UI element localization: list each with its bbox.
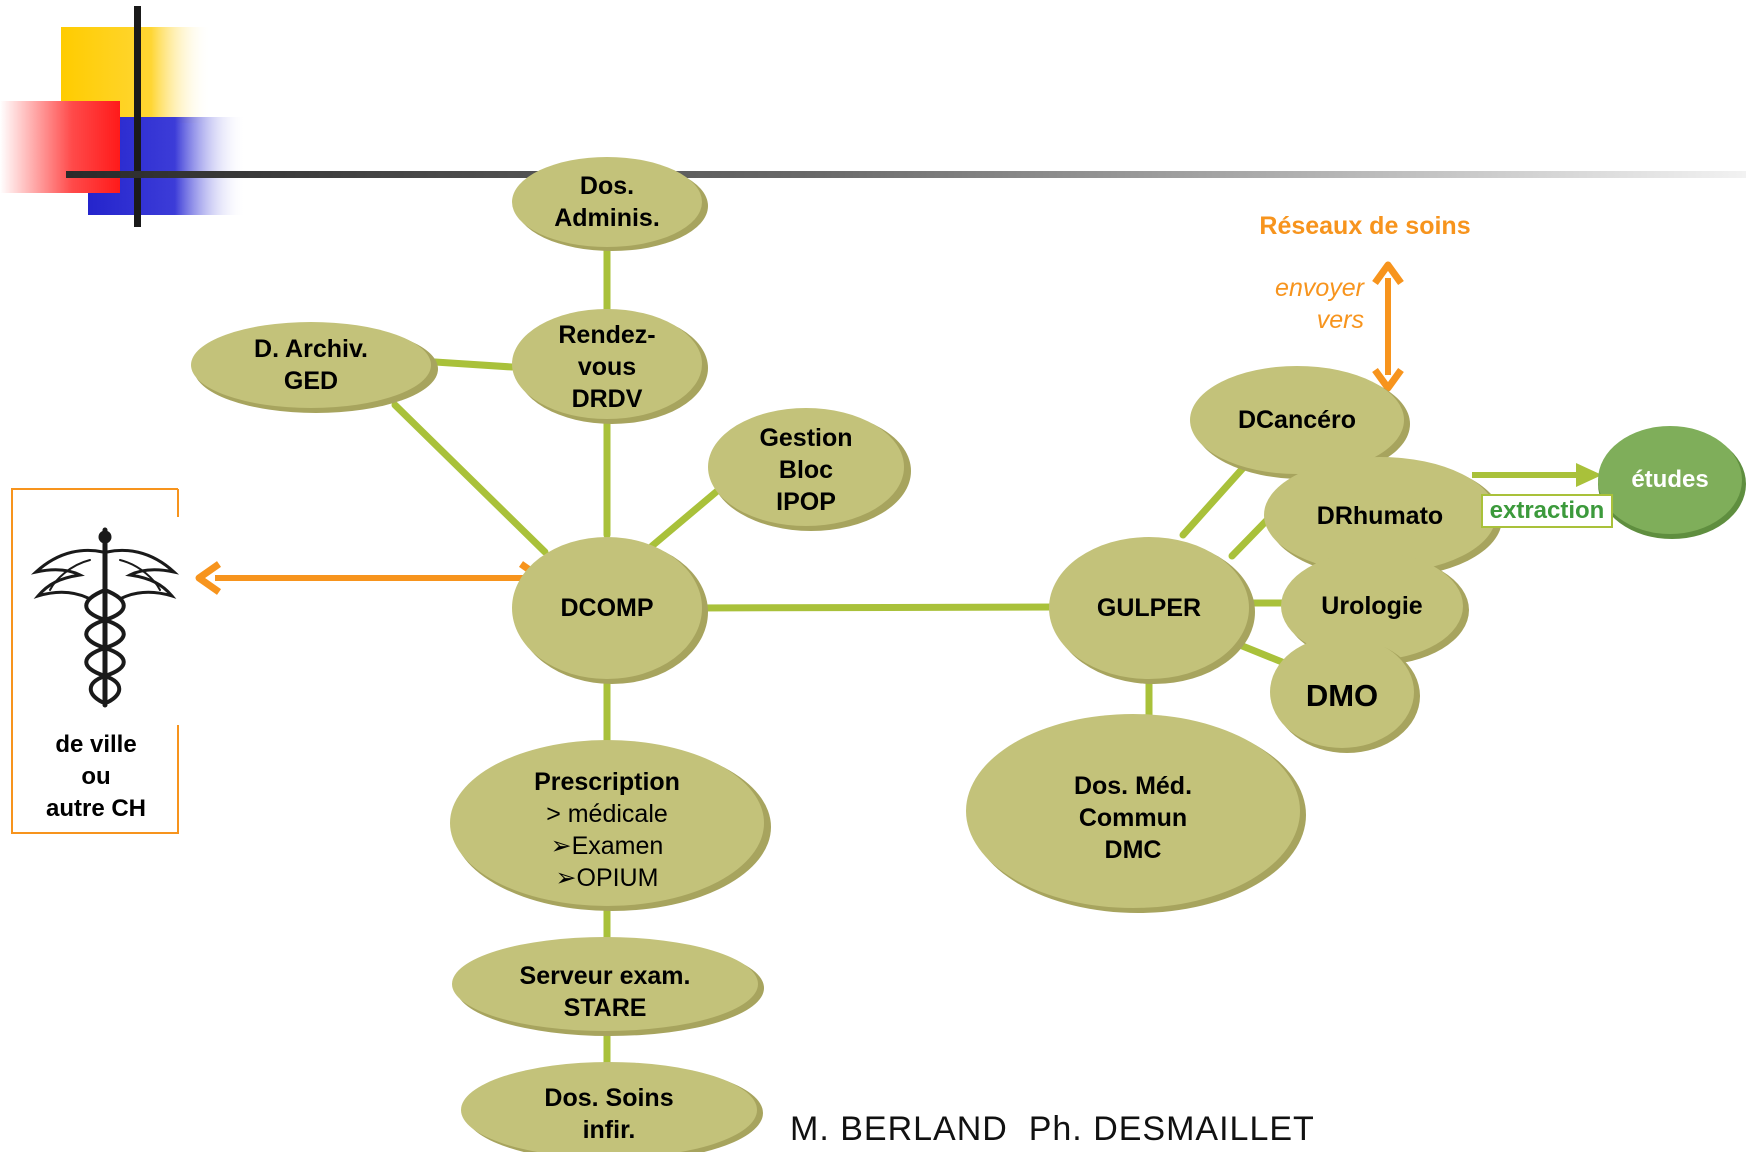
ville-line: ou [81, 763, 111, 790]
node-line: infir. [582, 1116, 636, 1144]
node-line: IPOP [776, 488, 836, 516]
node-prescription[interactable]: Prescription > médicale ➢Examen ➢OPIUM [450, 766, 764, 894]
node-line: DCOMP [560, 594, 654, 622]
node-gulper[interactable]: GULPER [1049, 587, 1249, 629]
node-line: Dos. [579, 172, 635, 200]
node-line: Serveur exam. [519, 962, 691, 990]
node-serveur-exam[interactable]: Serveur exam. STARE [452, 960, 758, 1024]
ville-box [11, 488, 179, 834]
node-rendez-vous[interactable]: Rendez- vous DRDV [512, 319, 702, 415]
node-etudes[interactable]: études [1598, 460, 1742, 500]
prescription-title: Prescription [534, 768, 680, 796]
node-line: Rendez- [558, 321, 656, 349]
node-line: DRDV [571, 385, 643, 413]
node-line: DCancéro [1237, 406, 1357, 434]
node-line: Dos. Soins [544, 1084, 674, 1112]
node-line: Urologie [1321, 592, 1423, 620]
reseaux-arrow [1372, 261, 1404, 392]
node-line: Bloc [778, 456, 834, 484]
caduceus-icon [30, 527, 180, 708]
reseaux-label: Réseaux de soins [1259, 212, 1471, 240]
envoyer-label: envoyer [1275, 274, 1364, 302]
prescription-item: > médicale [546, 800, 668, 828]
node-line: Dos. Méd. [1073, 772, 1193, 800]
node-urologie[interactable]: Urologie [1281, 585, 1463, 627]
node-line: Commun [1078, 804, 1188, 832]
edge-dcomp-gulper [689, 603, 1061, 612]
node-line: DRhumato [1316, 502, 1444, 530]
node-line: STARE [563, 994, 647, 1022]
ville-label: de ville ou autre CH [14, 729, 178, 825]
header-red-square [0, 101, 120, 193]
author-label: M. BERLAND Ph. DESMAILLET [790, 1110, 1315, 1148]
node-dmo[interactable]: DMO [1270, 675, 1414, 717]
node-shapes [191, 157, 1746, 1152]
node-line: vous [577, 353, 637, 381]
edge-archiv-dcomp [391, 401, 549, 556]
ville-dcomp-arrow [195, 561, 545, 595]
edge-gulper-cancero [1179, 454, 1256, 539]
node-gestion-bloc[interactable]: Gestion Bloc IPOP [708, 422, 904, 518]
prescription-item: ➢OPIUM [555, 864, 659, 892]
node-dcomp[interactable]: DCOMP [512, 587, 702, 629]
extraction-arrow [1472, 463, 1602, 487]
node-line: études [1631, 466, 1709, 493]
node-line: Adminis. [554, 204, 660, 232]
extraction-box [1481, 494, 1613, 528]
extraction-label: extraction [1489, 497, 1605, 524]
node-line: GULPER [1096, 594, 1202, 622]
node-drhumato[interactable]: DRhumato [1264, 495, 1496, 537]
vers-label: vers [1316, 306, 1364, 334]
node-d-archiv[interactable]: D. Archiv. GED [191, 322, 431, 408]
ville-line: autre CH [45, 795, 147, 822]
node-dos-adminis[interactable]: Dos. Adminis. [512, 157, 702, 247]
edge-archiv-rdv [431, 358, 516, 371]
node-dcancero[interactable]: DCancéro [1190, 399, 1404, 441]
node-dos-med-commun[interactable]: Dos. Méd. Commun DMC [966, 770, 1300, 866]
node-line: GED [283, 367, 339, 395]
node-line: Gestion [759, 424, 853, 452]
header-vertical-rule [134, 6, 141, 227]
node-dos-soins[interactable]: Dos. Soins infir. [461, 1082, 757, 1146]
node-line: D. Archiv. [254, 335, 368, 363]
node-line: DMO [1305, 678, 1379, 713]
header-decoration [0, 6, 1746, 227]
edge-bloc-dcomp [648, 483, 726, 550]
ville-line: de ville [55, 731, 137, 758]
node-line: DMC [1104, 836, 1162, 864]
prescription-item: ➢Examen [550, 832, 664, 860]
header-horizontal-rule [66, 171, 1746, 178]
